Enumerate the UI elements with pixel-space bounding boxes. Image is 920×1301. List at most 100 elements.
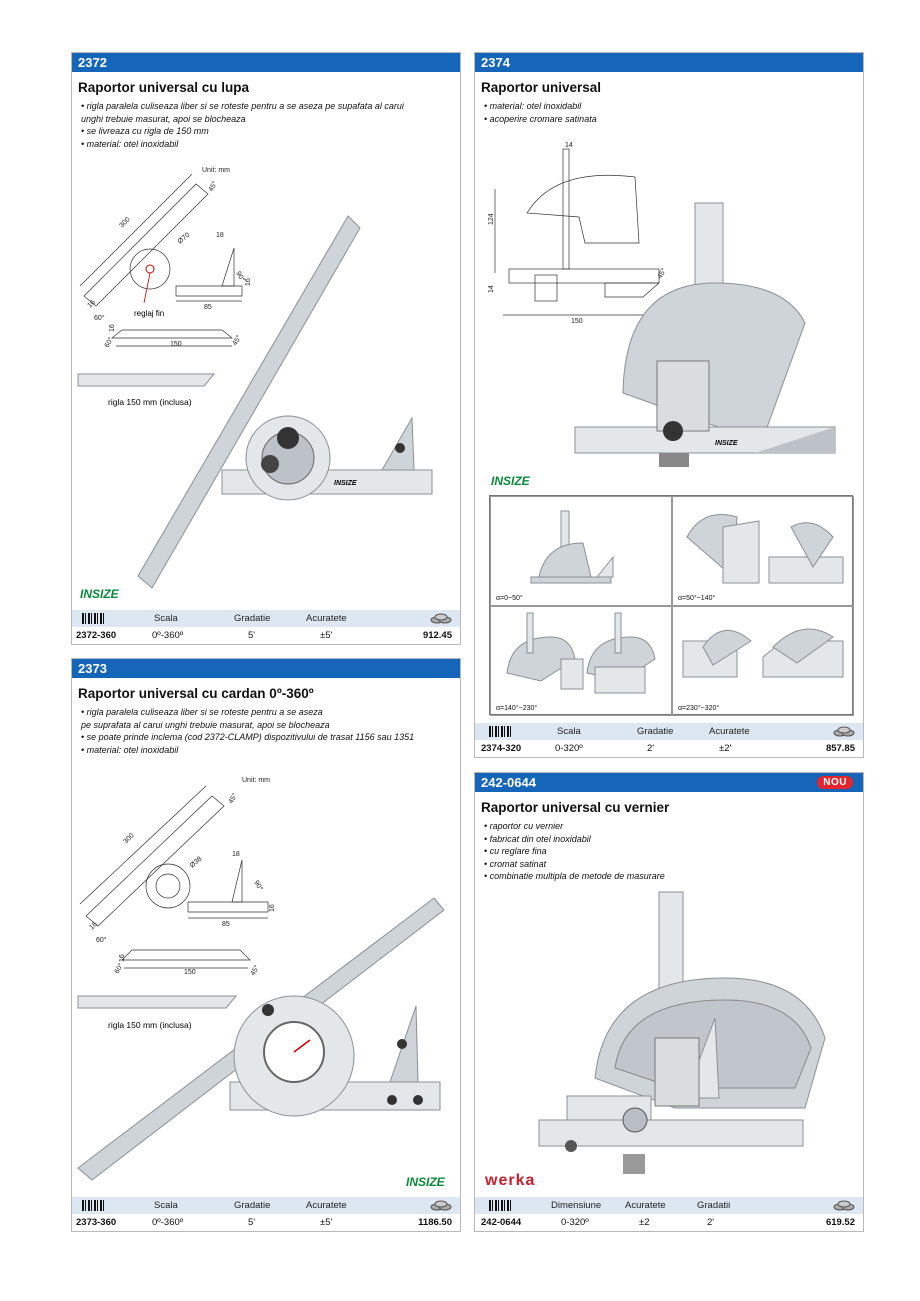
product-title: Raportor universal cu lupa — [78, 80, 250, 95]
acuratete-value: ±5' — [320, 630, 333, 641]
rigla-label: rigla 150 mm (inclusa) — [108, 397, 192, 407]
range-cell: α=140°~230° — [490, 606, 672, 716]
product-code: 2372-360 — [76, 630, 117, 641]
unit-label: Unit: mm — [242, 777, 270, 784]
bullet-line: • fabricat din otel inoxidabil — [484, 833, 591, 844]
dim-124: 124 — [488, 213, 495, 225]
dim-16: 16 — [269, 904, 276, 912]
col-header: Gradatie — [234, 1200, 271, 1211]
insize-logo: INSIZE — [406, 1175, 445, 1189]
dim-16c: 16 — [109, 324, 116, 332]
bullet-line: unghi trebuie masurat, apoi se blocheaza — [81, 113, 246, 124]
dim-45: 45° — [227, 792, 239, 805]
dim-diameter: Ø70 — [177, 232, 192, 246]
bullet-line: • se livreaza cu rigla de 150 mm — [81, 126, 209, 136]
reglaj-label: reglaj fin — [134, 309, 164, 318]
gradatie-value: 5' — [248, 1217, 256, 1228]
range-label: α=0~50° — [496, 595, 523, 602]
werka-logo: werka — [485, 1172, 536, 1189]
col-header: Scala — [557, 726, 581, 737]
svg-text:INSIZE: INSIZE — [715, 440, 738, 447]
table-row: 2374-320 0-320º 2' ±2' 857.85 — [475, 740, 863, 757]
range-cell: α=230°~320° — [672, 606, 854, 716]
dim-60: 60° — [94, 314, 105, 322]
protractor-drawing: Unit: mm 300 45° Ø38 18 90° 16 85 16 60°… — [77, 777, 445, 1181]
bullet-line: • material: otel inoxidabil — [81, 744, 179, 755]
barcode-icon — [489, 726, 513, 737]
col-header: Acuratete — [306, 613, 347, 624]
dim-150: 150 — [184, 969, 196, 976]
bullet-line: • cromat satinat — [484, 858, 547, 869]
spec-table: Scala Gradatie Acuratete 2374-320 0-320º… — [475, 723, 863, 757]
product-card-2372: 2372 Raportor universal cu lupa • rigla … — [71, 52, 461, 645]
scala-value: 0-320º — [555, 743, 583, 754]
col-header: Acuratete — [306, 1200, 347, 1211]
protractor-drawing: 14 124 14 150 45° INSIZE — [488, 142, 836, 467]
dim-45b: 45° — [231, 334, 243, 347]
range-label: α=140°~230° — [496, 705, 538, 712]
scala-value: 0º-360º — [152, 1217, 184, 1228]
dim-16b: 16 — [86, 299, 97, 310]
product-code-header: 2373 — [72, 659, 460, 678]
dim-85: 85 — [222, 921, 230, 928]
product-title: Raportor universal cu cardan 0º-360º — [78, 686, 314, 701]
dim-85: 85 — [204, 304, 212, 311]
coins-icon — [430, 1200, 452, 1211]
bullet-line: • material: otel inoxidabil — [484, 101, 582, 111]
bullet-line: • rigla paralela culiseaza liber si se r… — [81, 707, 323, 717]
dim-300: 300 — [122, 832, 135, 845]
table-row: 2372-360 0º-360º 5' ±5' 912.45 — [72, 627, 460, 644]
product-code-header: 242-0644 NOU — [475, 773, 863, 792]
dim-16c: 16 — [119, 954, 126, 962]
product-code: 242-0644 — [481, 1217, 522, 1228]
barcode-icon — [82, 1200, 106, 1211]
bullet-line: • material: otel inoxidabil — [81, 138, 179, 149]
table-row: 242-0644 0-320º ±2 2' 619.52 — [475, 1214, 863, 1231]
price: 619.52 — [825, 1217, 855, 1228]
dim-16: 16 — [245, 278, 252, 286]
col-header: Scala — [154, 1200, 178, 1211]
col-header: Dimensiune — [551, 1200, 602, 1211]
col-header: Gradatie — [234, 613, 271, 624]
scala-value: 0º-360º — [152, 630, 184, 641]
spec-table: Scala Gradatie Acuratete 2373-360 0º-360… — [72, 1197, 460, 1231]
product-card-242-0644: 242-0644 NOU Raportor universal cu verni… — [474, 772, 864, 1232]
dim-14b: 14 — [488, 285, 495, 293]
product-title: Raportor universal cu vernier — [481, 800, 670, 815]
product-card-2374: 2374 Raportor universal • material: otel… — [474, 52, 864, 758]
dim-150: 150 — [170, 341, 182, 348]
dim-90: 90° — [252, 879, 264, 892]
bullet-line: pe suprafata al carui unghi trebuie masu… — [81, 719, 330, 730]
product-code-header: 2372 — [72, 53, 460, 72]
dim-300: 300 — [118, 216, 131, 229]
dim-16b: 16 — [88, 921, 99, 932]
barcode-icon — [489, 1200, 513, 1211]
range-label: α=50°~140° — [678, 595, 716, 602]
table-row: 2373-360 0º-360º 5' ±5' 1186.50 — [72, 1214, 460, 1231]
table-header: Scala Gradatie Acuratete — [72, 610, 460, 627]
price: 1186.50 — [418, 1217, 452, 1228]
dim-60b: 60° — [113, 962, 125, 975]
protractor-drawing: Unit: mm 300 45° Ø70 18 90° 16 85 reglaj… — [77, 167, 433, 589]
acuratete-value: ±2 — [639, 1217, 650, 1228]
spec-table: Dimensiune Acuratete Gradatii 242-0644 0… — [475, 1197, 863, 1231]
col-header: Acuratete — [625, 1200, 666, 1211]
dim-14: 14 — [565, 142, 573, 149]
dim-60: 60° — [96, 936, 107, 944]
unit-label: Unit: mm — [202, 167, 230, 174]
gradatie-value: 5' — [248, 630, 256, 641]
table-header: Scala Gradatie Acuratete — [475, 723, 863, 740]
product-code: 2374-320 — [481, 743, 522, 754]
col-header: Scala — [154, 613, 178, 624]
product-code-header: 2374 — [475, 53, 863, 72]
acuratete-value: ±2' — [719, 743, 732, 754]
col-header: Gradatie — [637, 726, 674, 737]
bullet-line: • se poate prinde inclema (cod 2372-CLAM… — [81, 732, 415, 742]
product-card-2373: 2373 Raportor universal cu cardan 0º-360… — [71, 658, 461, 1232]
table-header: Dimensiune Acuratete Gradatii — [475, 1197, 863, 1214]
spec-table: Scala Gradatie Acuratete 2372-360 0º-360… — [72, 610, 460, 644]
svg-text:INSIZE: INSIZE — [334, 480, 357, 487]
coins-icon — [430, 613, 452, 624]
coins-icon — [833, 1200, 855, 1211]
price: 857.85 — [825, 743, 855, 754]
